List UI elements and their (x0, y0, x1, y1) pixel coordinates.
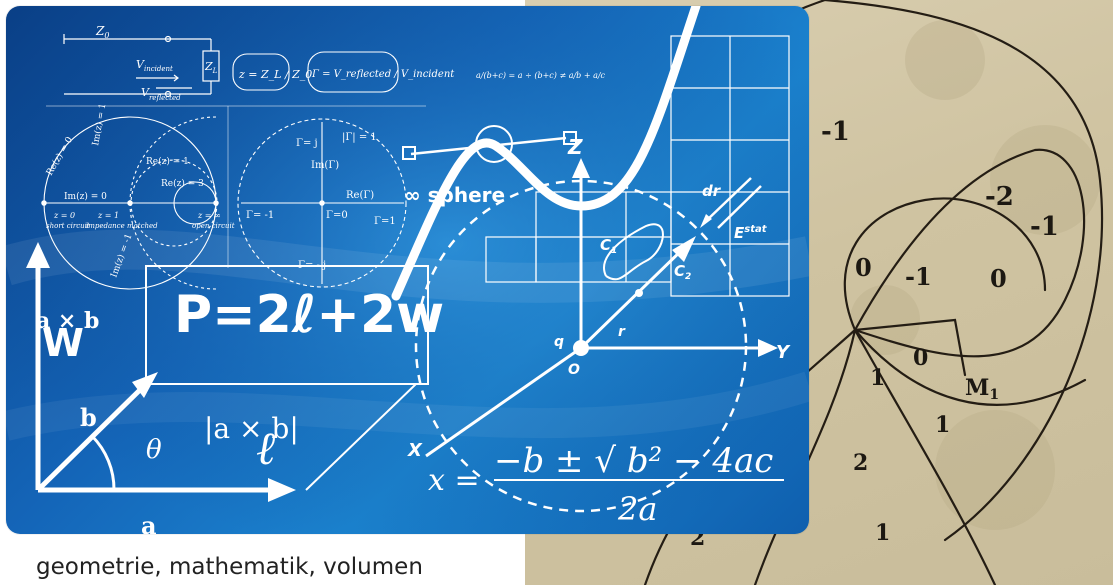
re3-label: Re(z) = 3 (161, 178, 204, 189)
scan-label-0-center: 0 (913, 345, 928, 371)
scan-label-1-left: 1 (870, 365, 885, 391)
transmission-line-diagram (63, 34, 220, 98)
impedance-matched-label: impedance matched (86, 222, 158, 230)
gamma-j-label: Γ= j (296, 138, 318, 149)
gamma-neg1-label: Γ= -1 (246, 210, 274, 221)
scan-label-neg1-top: -1 (821, 117, 850, 147)
scan-label-neg1-mid: -1 (905, 262, 932, 291)
e-stat-label: Estat (734, 224, 768, 242)
r-vector-label: r (618, 324, 626, 340)
open-z: z = ∞ (197, 211, 221, 220)
image-caption: geometrie, mathematik, volumen (36, 554, 423, 580)
scan-label-neg2: -2 (985, 182, 1014, 212)
smith-chart-left (41, 116, 219, 290)
v-reflected-label: Vreflected (141, 86, 181, 102)
perimeter-formula: P=2ℓ+2w (174, 285, 444, 345)
sphere-diagram (391, 6, 778, 513)
y-axis-label: Y (776, 342, 791, 363)
c1-label: C1 (600, 236, 617, 256)
origin-label: O (568, 362, 580, 378)
scan-label-m: M1 (965, 375, 999, 403)
w-label: W (42, 321, 84, 365)
smith-chart-right (237, 118, 407, 288)
im0-label: Im(z) = 0 (64, 191, 107, 202)
re-gamma-label: Re(Γ) (346, 190, 374, 201)
dr-label: dr (702, 182, 722, 200)
outer-curve (823, 0, 1104, 542)
scan-label-0-left: 0 (855, 253, 872, 282)
ell-label: ℓ (256, 421, 276, 475)
quadratic-denominator: 2a (617, 490, 657, 528)
matched-z: z = 1 (97, 211, 119, 220)
a-cross-b-label: a × b (36, 308, 99, 334)
math-illustration: Z0 ZL Vincident Vreflected z = Z_L / Z_0… (6, 6, 809, 534)
gamma-0-label: Γ=0 (326, 210, 348, 221)
open-circuit-label: open circuit (192, 222, 235, 230)
fraction-identity: a/(b+c) = a ÷ (b+c) ≠ a/b + a/c (476, 71, 606, 80)
scan-label-1-right: 1 (935, 412, 950, 438)
theta-label: θ (146, 435, 162, 465)
scan-label-0-right: 0 (990, 264, 1007, 293)
scan-label-1-bottom: 1 (875, 520, 890, 546)
re1-label: Re(z) = 1 (146, 156, 189, 167)
z0-label: Z0 (95, 24, 109, 40)
abs-a-cross-b-label: |a × b| (204, 412, 299, 445)
quadratic-x-equals: x = (428, 463, 480, 498)
c2-label: C2 (674, 262, 691, 282)
vector-b-label: b (80, 403, 97, 432)
gamma-1-label: Γ=1 (374, 216, 396, 227)
math-poster: Z0 ZL Vincident Vreflected z = Z_L / Z_0… (6, 6, 809, 534)
gamma-formula: Γ = V_reflected / V_incident (311, 69, 455, 80)
line-drawing: -1 -2 -1 0 -1 0 1 0 M1 1 2 1 2 (643, 0, 1104, 585)
scan-label-neg1-right: -1 (1030, 212, 1059, 242)
x-axis-label: X (407, 440, 423, 461)
impedance-formula: z = Z_L / Z_0 (238, 68, 312, 81)
short-circuit-label: short circuit (46, 222, 90, 230)
infinity-sphere-label: ∞ sphere (404, 183, 505, 207)
zl-label: ZL (204, 60, 218, 75)
im-gamma-label: Im(Γ) (311, 160, 339, 171)
short-z: z = 0 (53, 211, 75, 220)
charge-label: q (554, 334, 564, 350)
scan-label-2-center: 2 (853, 450, 868, 476)
z-axis-label: Z (567, 135, 583, 159)
cross-product-diagram (26, 242, 429, 502)
v-incident-label: Vincident (136, 58, 173, 73)
vector-a-label: a (141, 511, 157, 534)
gamma-abs-label: |Γ| = 1 (342, 132, 377, 143)
quadratic-numerator: −b ± √ b² − 4ac (494, 441, 773, 481)
